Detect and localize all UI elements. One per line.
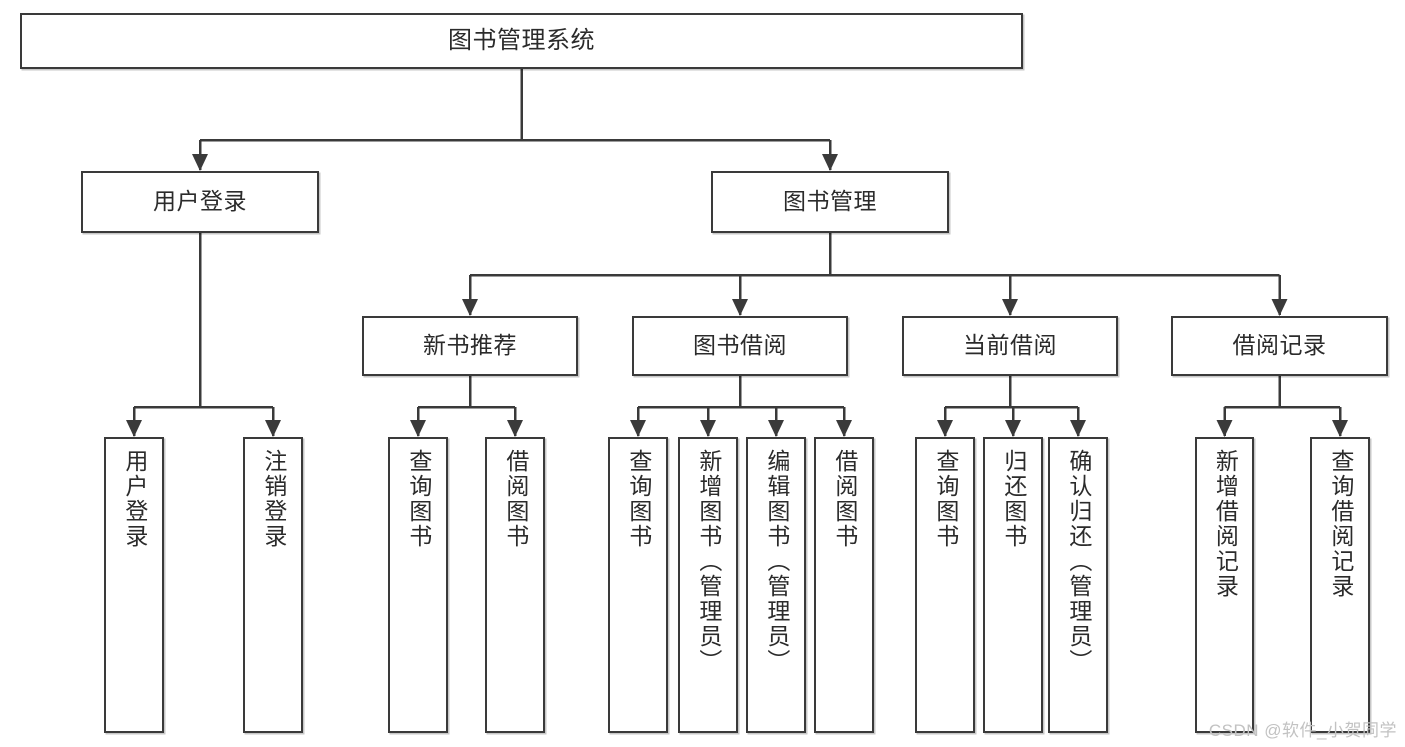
- node-label: 新增图书（管理员）: [695, 449, 722, 674]
- node-label: 查询图书: [932, 449, 959, 549]
- node-current-borrow[interactable]: 当前借阅: [902, 316, 1118, 376]
- node-label: 借阅图书: [831, 449, 858, 549]
- node-label: 借阅图书: [502, 449, 529, 549]
- node-leaf-query-record[interactable]: 查询借阅记录: [1310, 437, 1370, 733]
- node-leaf-borrow-book-2[interactable]: 借阅图书: [814, 437, 874, 733]
- node-leaf-borrow-book-1[interactable]: 借阅图书: [485, 437, 545, 733]
- node-label: 当前借阅: [963, 332, 1057, 359]
- node-label: 新书推荐: [423, 332, 517, 359]
- node-leaf-query-book-1[interactable]: 查询图书: [388, 437, 448, 733]
- node-label: 查询图书: [625, 449, 652, 549]
- node-label: 图书借阅: [693, 332, 787, 359]
- node-label: 用户登录: [153, 188, 247, 215]
- node-label: 用户登录: [121, 449, 148, 549]
- node-label: 注销登录: [260, 449, 287, 549]
- node-new-book-rec[interactable]: 新书推荐: [362, 316, 578, 376]
- node-leaf-edit-book[interactable]: 编辑图书（管理员）: [746, 437, 806, 733]
- node-label: 查询借阅记录: [1327, 449, 1354, 599]
- node-label: 确认归还（管理员）: [1065, 449, 1092, 674]
- node-leaf-query-book-3[interactable]: 查询图书: [915, 437, 975, 733]
- node-borrow-record[interactable]: 借阅记录: [1171, 316, 1388, 376]
- node-label: 编辑图书（管理员）: [763, 449, 790, 674]
- node-leaf-add-record[interactable]: 新增借阅记录: [1195, 437, 1254, 733]
- node-label: 查询图书: [405, 449, 432, 549]
- node-leaf-query-book-2[interactable]: 查询图书: [608, 437, 668, 733]
- node-label: 图书管理系统: [448, 26, 595, 54]
- node-book-borrow[interactable]: 图书借阅: [632, 316, 848, 376]
- node-leaf-user-logout[interactable]: 注销登录: [243, 437, 303, 733]
- node-leaf-add-book[interactable]: 新增图书（管理员）: [678, 437, 738, 733]
- node-root[interactable]: 图书管理系统: [20, 13, 1023, 69]
- node-label: 新增借阅记录: [1212, 449, 1239, 599]
- node-label: 借阅记录: [1232, 332, 1327, 359]
- node-user-login[interactable]: 用户登录: [81, 171, 319, 233]
- node-label: 图书管理: [783, 188, 877, 215]
- watermark-label: CSDN @软件_小贺同学: [1208, 721, 1397, 740]
- node-label: 归还图书: [1000, 449, 1027, 549]
- node-leaf-confirm-return[interactable]: 确认归还（管理员）: [1048, 437, 1108, 733]
- node-leaf-user-login[interactable]: 用户登录: [104, 437, 164, 733]
- node-book-manage[interactable]: 图书管理: [711, 171, 949, 233]
- node-leaf-return-book[interactable]: 归还图书: [983, 437, 1043, 733]
